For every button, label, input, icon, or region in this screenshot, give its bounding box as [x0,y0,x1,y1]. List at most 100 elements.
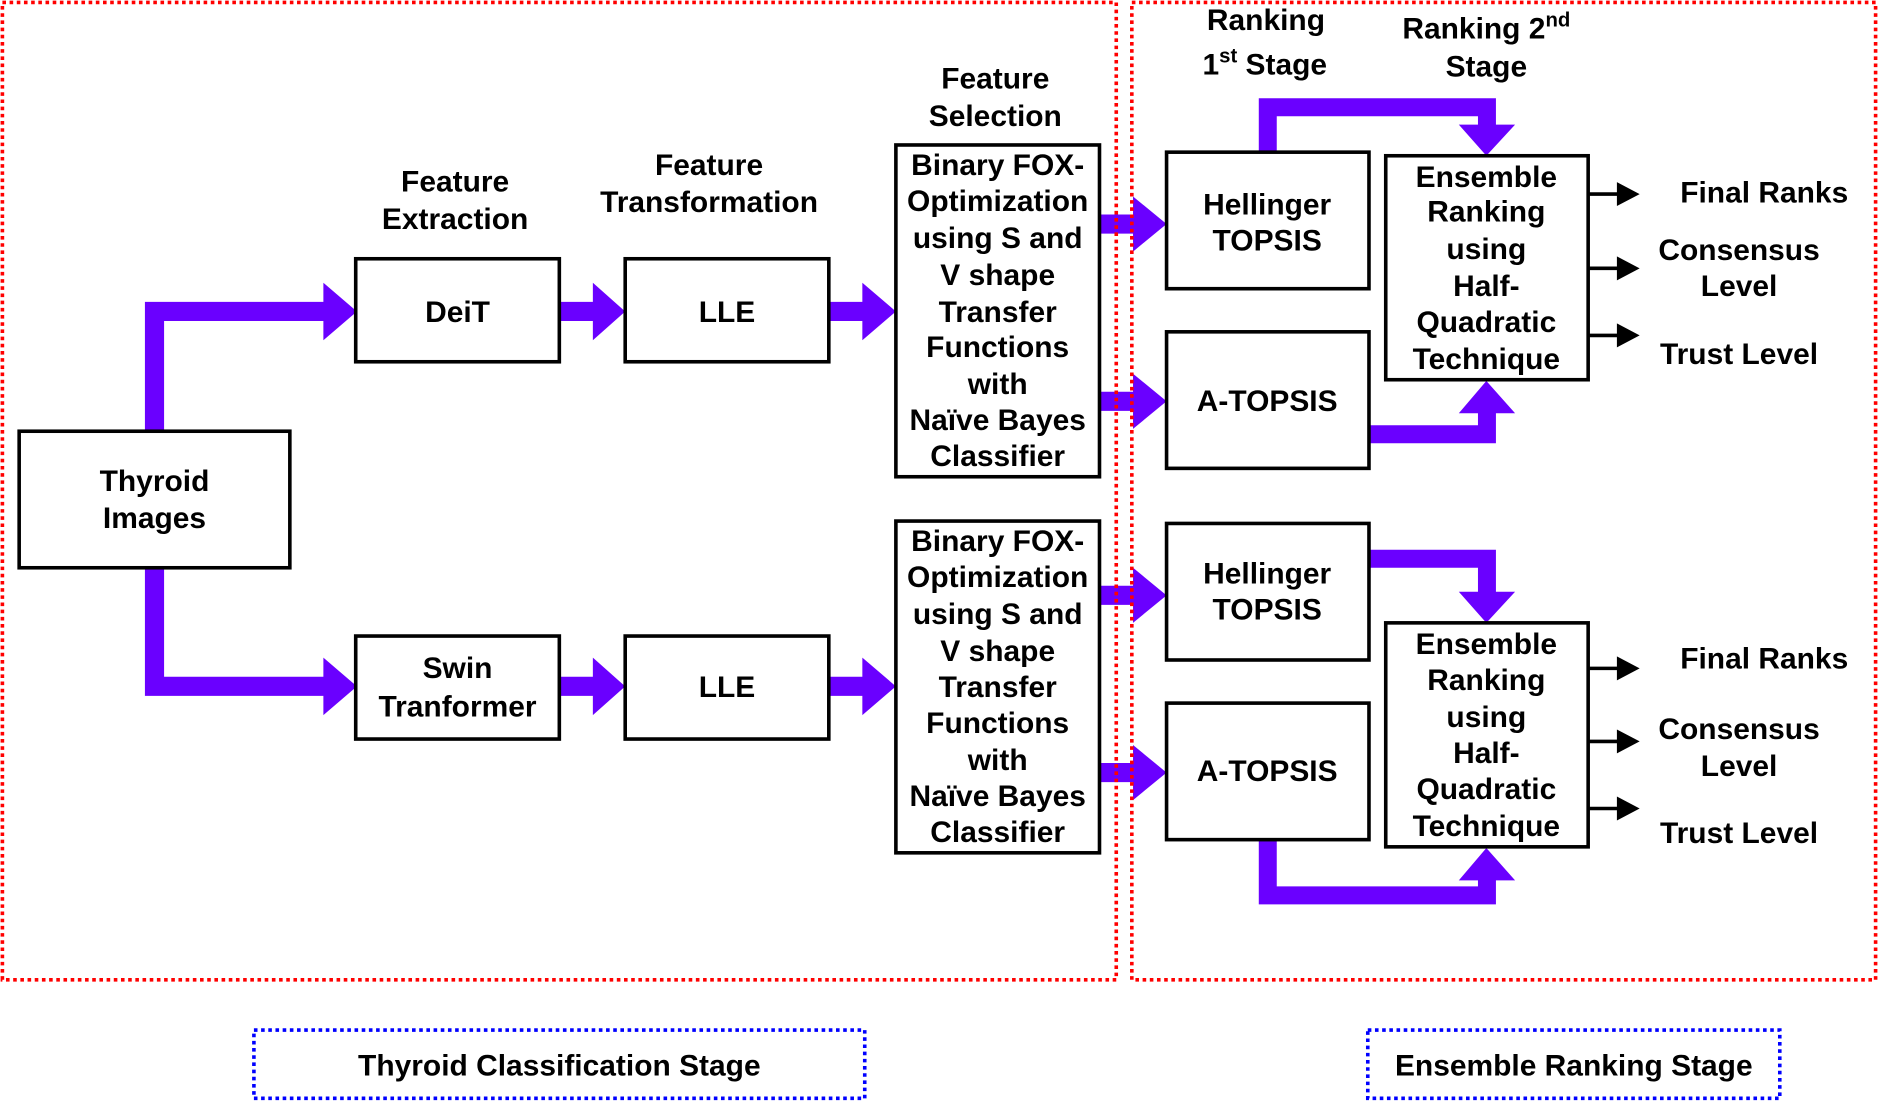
ensemble-bottom-line-5: Quadratic [1416,773,1556,806]
swin-line-2: Tranformer [378,690,536,723]
final-ranks-top-label: Final Ranks [1680,176,1848,209]
fox-top-box [894,143,1102,479]
output-arrow-trust-bottom [1589,796,1640,821]
feature-selection-line-1: Feature [941,63,1049,96]
fox-top-node: Binary FOX- Optimization using S and V s… [894,143,1102,479]
ranking-first-stage-superscript: st [1219,45,1237,67]
arrow-fox-bottom-to-atopsis [1099,745,1167,801]
feature-selection-line-2: Selection [929,100,1062,133]
ensemble-top-line-5: Quadratic [1416,306,1556,339]
swin-node: Swin Tranformer [353,634,562,741]
fox-top-line-7: with [967,368,1028,401]
fox-top-line-6: Functions [926,331,1069,364]
ranking-stage-label: Ensemble Ranking Stage [1365,1028,1782,1101]
ensemble-top-line-2: Ranking [1427,196,1545,229]
arrow-images-to-swin [144,568,357,716]
lle-bottom-label: LLE [699,671,756,704]
fox-top-line-8: Naïve Bayes [909,404,1085,437]
ensemble-top-line-3: using [1446,233,1526,266]
consensus-bottom-line-1: Consensus [1658,713,1819,746]
ranking-stage-label-border [1365,1028,1782,1101]
feature-extraction-line-2: Extraction [382,203,528,236]
arrow-lle-to-fox-bottom [828,657,896,716]
ranking-first-stage-header: Ranking 1st Stage [1202,4,1327,81]
ranking-second-stage-line-1: Ranking 2nd [1402,9,1570,45]
lle-bottom-node: LLE [623,634,831,741]
atopsis-bottom-node: A-TOPSIS [1164,701,1371,842]
fox-bottom-line-5: Transfer [939,671,1057,704]
output-arrow-consensus-top-head [1616,256,1640,281]
ensemble-bottom-line-6: Technique [1413,810,1560,843]
hellinger-top-line-1: Hellinger [1203,188,1331,221]
fox-bottom-line-2: Optimization [907,561,1088,594]
branch-top: DeiT LLE Binary FOX- Optimization using … [353,143,1848,479]
deit-label: DeiT [425,296,490,329]
output-arrow-final-ranks-top-head [1616,182,1640,207]
ensemble-bottom-line-2: Ranking [1427,664,1545,697]
ensemble-bottom-box [1383,621,1590,849]
trust-level-top-label: Trust Level [1660,338,1818,371]
lle-top-node: LLE [623,256,831,364]
lle-top-box [623,256,831,364]
atopsis-bottom-box [1164,701,1371,842]
final-ranks-bottom-label: Final Ranks [1680,642,1848,675]
fox-bottom-line-7: with [967,744,1028,777]
deit-node: DeiT [353,256,562,364]
hellinger-bottom-line-1: Hellinger [1203,557,1331,590]
outputs-top: Final Ranks Consensus Level Trust Level [1589,176,1848,371]
fox-top-line-3: using S and [913,222,1083,255]
fox-bottom-line-8: Naïve Bayes [909,780,1085,813]
atopsis-top-box [1164,330,1371,471]
fox-bottom-line-4: V shape [940,635,1055,668]
fox-top-line-4: V shape [940,259,1055,292]
ensemble-bottom-line-4: Half- [1453,737,1520,770]
fox-top-line-1: Binary FOX- [911,149,1084,182]
output-arrow-consensus-top [1589,256,1640,281]
ensemble-bottom-node: Ensemble Ranking using Half- Quadratic T… [1383,621,1590,849]
output-arrow-final-ranks-bottom-head [1616,656,1640,681]
arrow-swin-to-lle [559,657,626,716]
hellinger-bottom-node: Hellinger TOPSIS [1164,521,1371,662]
classification-stage-label-text: Thyroid Classification Stage [358,1050,761,1083]
classification-stage-label-border [252,1028,867,1101]
consensus-top-line-2: Level [1701,270,1778,303]
fox-bottom-line-3: using S and [913,598,1083,631]
ensemble-top-line-1: Ensemble [1416,161,1557,194]
ranking-first-stage-rest: Stage [1237,48,1327,81]
fox-bottom-line-1: Binary FOX- [911,525,1084,558]
arrow-deit-to-lle [559,282,626,341]
atopsis-top-node: A-TOPSIS [1164,330,1371,471]
consensus-bottom-line-2: Level [1701,750,1778,783]
atopsis-top-label: A-TOPSIS [1197,385,1338,418]
ensemble-bottom-line-1: Ensemble [1416,628,1557,661]
feature-transformation-line-1: Feature [655,149,763,182]
atopsis-bottom-label: A-TOPSIS [1197,755,1338,788]
lle-top-label: LLE [699,296,756,329]
arrow-images-to-deit [144,282,357,431]
fox-bottom-node: Binary FOX- Optimization using S and V s… [894,519,1102,855]
classification-stage-region [0,0,1119,982]
output-arrow-trust-bottom-head [1616,796,1640,821]
output-arrow-consensus-bottom [1589,729,1640,754]
ensemble-bottom-line-3: using [1446,701,1526,734]
swin-line-1: Swin [423,652,493,685]
thyroid-images-line-2: Images [103,502,206,535]
swin-box [353,634,562,741]
arrow-lle-to-fox-top [828,282,896,341]
ensemble-top-line-6: Technique [1413,343,1560,376]
branch-bottom: Swin Tranformer LLE Binary FOX- Optimiza… [353,519,1848,855]
fox-top-line-9: Classifier [930,440,1065,473]
ranking-first-stage-line-2: 1st Stage [1202,45,1327,81]
fox-bottom-line-9: Classifier [930,816,1065,849]
feature-transformation-header: Feature Transformation [600,149,818,219]
ensemble-top-node: Ensemble Ranking using Half- Quadratic T… [1383,153,1590,382]
lle-bottom-box [623,634,831,741]
hellinger-top-box [1164,150,1371,291]
feature-extraction-header: Feature Extraction [382,166,528,236]
trust-level-bottom-label: Trust Level [1660,817,1818,850]
consensus-top-line-1: Consensus [1658,234,1819,267]
ranking-second-stage-header: Ranking 2nd Stage [1402,9,1570,83]
hellinger-top-line-2: TOPSIS [1213,224,1322,257]
fox-top-line-2: Optimization [907,185,1088,218]
